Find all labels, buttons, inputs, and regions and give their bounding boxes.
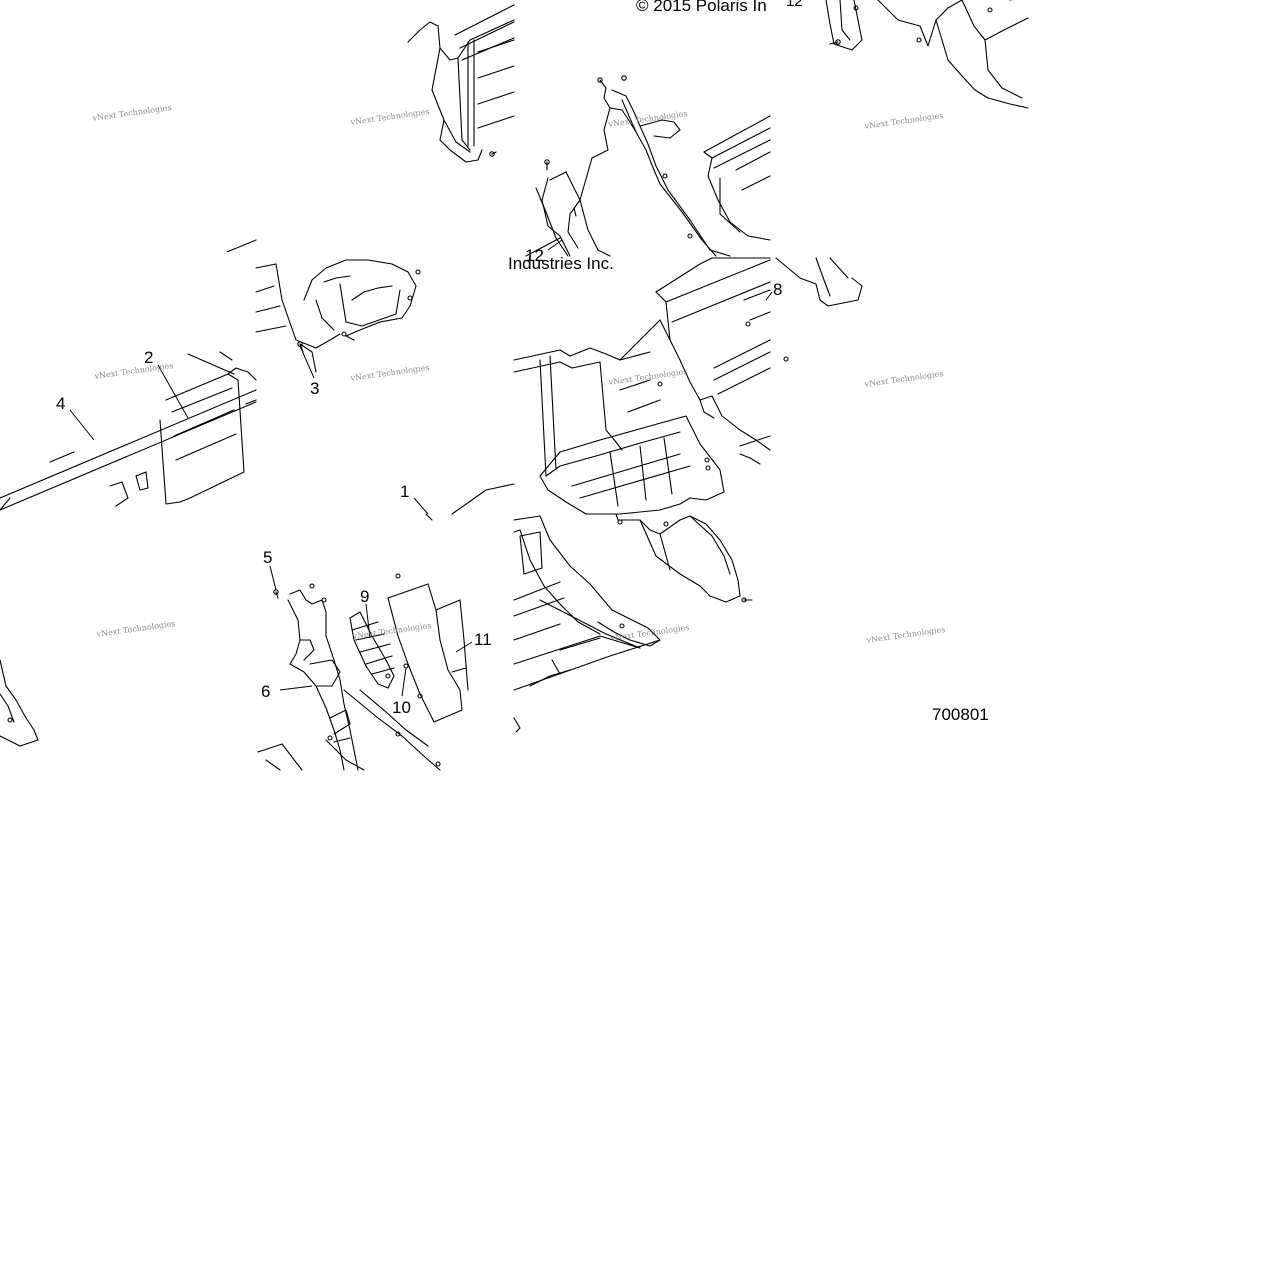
callout-1: 1 — [400, 482, 410, 501]
callout-2: 2 — [144, 348, 154, 367]
callout-9: 9 — [360, 587, 370, 606]
panel-12-bracket — [525, 75, 731, 257]
callout-11: 11 — [474, 630, 492, 649]
figure-number: 700801 — [932, 705, 989, 724]
leader-4 — [69, 409, 95, 441]
floor-tub-lower — [513, 513, 753, 733]
leader-12 — [547, 239, 563, 251]
rear-panel-4 — [0, 239, 257, 511]
leader-1 — [413, 497, 429, 515]
leader-3 — [299, 345, 315, 379]
callout-4: 4 — [56, 394, 66, 413]
callout-3: 3 — [310, 379, 320, 398]
leader-11 — [455, 641, 473, 653]
leader-2 — [157, 364, 189, 419]
kick-panel-assembly — [257, 483, 515, 771]
bracket-3 — [255, 259, 421, 373]
floor-tray-upper — [703, 115, 771, 241]
callout-12-top: 12 — [786, 0, 803, 10]
callout-8: 8 — [773, 280, 783, 299]
corner-bracket — [775, 257, 863, 307]
callout-12-mid: 12 — [525, 246, 544, 265]
callout-10: 10 — [392, 698, 411, 717]
panel-upper-right — [825, 0, 1029, 109]
leader-9 — [365, 603, 371, 639]
panel-upper-left — [407, 4, 515, 163]
leader-10 — [401, 667, 407, 697]
side-bracket-left — [0, 659, 39, 747]
callout-6: 6 — [261, 682, 271, 701]
leader-6 — [279, 685, 313, 691]
copyright-top: © 2015 Polaris In — [636, 0, 767, 15]
leader-5 — [269, 565, 277, 591]
callout-5: 5 — [263, 548, 273, 567]
floor-tub — [513, 257, 789, 515]
copyright-mid: Industries Inc. — [508, 254, 614, 273]
leader-8 — [765, 291, 773, 301]
